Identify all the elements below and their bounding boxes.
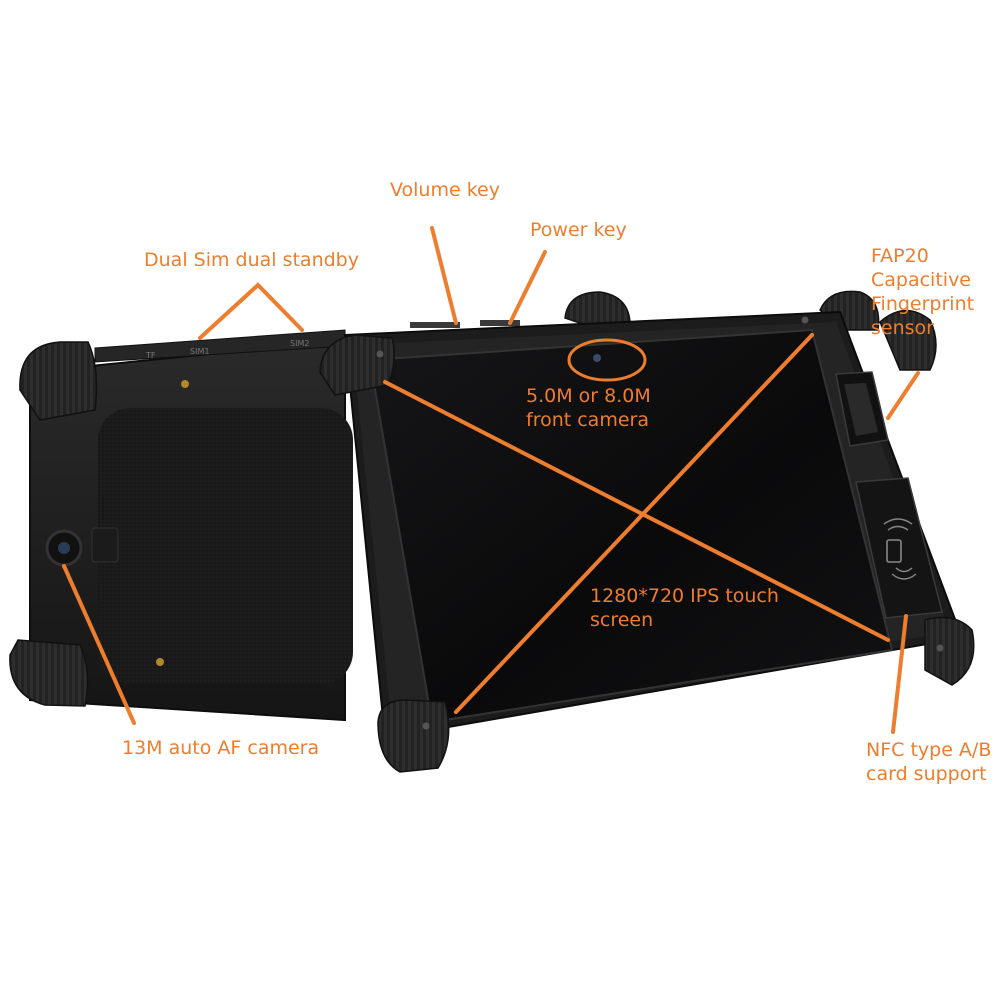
- label-rear-camera: 13M auto AF camera: [122, 737, 320, 759]
- front-camera-lens: [593, 354, 601, 362]
- callout-line-nfc: [891, 614, 908, 734]
- front-bumper-bottom-left: [377, 699, 450, 773]
- label-touch-screen-line2: screen: [590, 609, 654, 631]
- back-textured-panel: [98, 408, 353, 684]
- power-key: [480, 320, 520, 326]
- front-bumper-bottom-right: [924, 616, 975, 686]
- label-fingerprint-line2: Capacitive: [871, 269, 972, 291]
- label-fingerprint-line1: FAP20: [871, 245, 929, 267]
- label-nfc-line2: card support: [866, 763, 987, 785]
- volume-key: [410, 322, 460, 328]
- front-bumper-top-right-edge: [879, 309, 937, 371]
- label-touch-screen: 1280*720 IPS touch screen: [590, 584, 779, 632]
- sim2-slot-label: SIM2: [290, 339, 309, 348]
- label-fingerprint-line3: Fingerprint: [871, 293, 975, 315]
- background-lower: [0, 790, 1000, 1000]
- label-power-key: Power key: [530, 219, 627, 241]
- screw: [156, 658, 164, 666]
- screw: [181, 380, 189, 388]
- label-nfc-line1: NFC type A/B: [866, 739, 992, 761]
- label-fingerprint: FAP20 Capacitive Fingerprint sensor: [871, 244, 974, 340]
- label-nfc: NFC type A/B card support: [866, 738, 991, 786]
- screw: [422, 722, 430, 730]
- callout-line-volume-key: [430, 226, 458, 325]
- nfc-phone-icon: [883, 518, 917, 580]
- label-dual-sim: Dual Sim dual standby: [144, 249, 359, 271]
- callout-line-screen-diagonal-1: [383, 380, 890, 642]
- callout-line-dual-sim: [198, 282, 304, 340]
- callout-line-fingerprint: [886, 371, 920, 420]
- front-bumper-top-mid: [564, 291, 631, 331]
- label-front-camera-line1: 5.0M or 8.0M: [526, 385, 651, 407]
- tablet-front: [319, 290, 975, 773]
- screw: [936, 644, 944, 652]
- rear-bumper-top-left: [19, 341, 98, 421]
- label-volume-key: Volume key: [390, 179, 500, 201]
- sim1-slot-label: SIM1: [190, 347, 209, 356]
- rear-bumper-bottom-left: [9, 639, 89, 707]
- callout-ellipse-front-camera: [567, 338, 647, 382]
- tf-slot-label: TF: [145, 351, 156, 360]
- speaker-grille: [91, 527, 119, 563]
- front-bumper-top-left: [319, 334, 395, 396]
- callout-line-screen-diagonal-2: [454, 333, 814, 714]
- label-front-camera-line2: front camera: [526, 409, 649, 431]
- nfc-zone: [855, 477, 943, 619]
- screw: [376, 350, 384, 358]
- callout-line-rear-camera: [62, 564, 136, 725]
- label-touch-screen-line1: 1280*720 IPS touch: [590, 585, 779, 607]
- callout-line-power-key: [508, 250, 547, 325]
- screw: [801, 316, 809, 324]
- tablet-back: TF SIM1 SIM2: [9, 329, 353, 722]
- label-front-camera: 5.0M or 8.0M front camera: [526, 384, 651, 432]
- callout-lines: [62, 226, 920, 734]
- label-fingerprint-line4: sensor: [871, 317, 934, 339]
